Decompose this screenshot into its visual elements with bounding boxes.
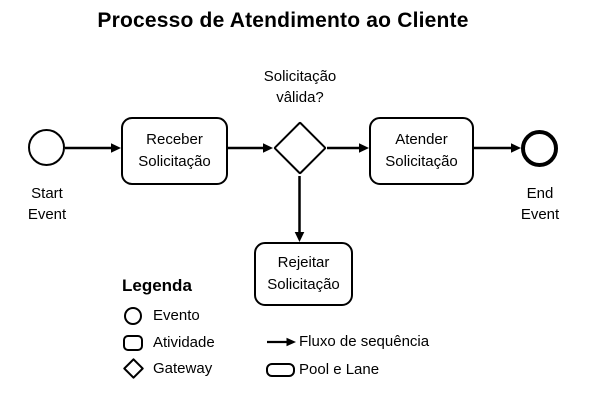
circle-icon — [124, 307, 142, 325]
diamond-icon — [122, 357, 145, 380]
start-event-circle — [28, 129, 65, 166]
start-event-label-line2: Event — [27, 206, 67, 223]
legend-item-pool-label: Pool e Lane — [299, 361, 380, 378]
task-atender: Atender Solicitação — [369, 117, 474, 185]
task-receber-label-line1: Receber — [146, 131, 203, 148]
end-event-label-line2: Event — [520, 206, 560, 223]
flow-gateway-to-atender-arrowhead — [359, 143, 369, 153]
gateway-question-line2: vâlida? — [276, 89, 324, 106]
task-rejeitar-label-line1: Rejeitar — [277, 254, 330, 271]
pool-lane-icon — [266, 363, 295, 377]
end-event-label-line1: End — [526, 185, 554, 202]
legend-item-gateway-label: Gateway — [153, 360, 213, 377]
sequence-arrow-icon — [267, 337, 296, 347]
end-event-label: End Event — [500, 183, 580, 225]
flow-start-to-receber-arrowhead — [111, 143, 121, 153]
legend-title: Legenda — [122, 276, 192, 295]
task-rejeitar-label-line2: Solicitação — [267, 276, 340, 293]
rounded-rect-icon — [123, 335, 143, 351]
start-event-label: Start Event — [7, 183, 87, 225]
task-atender-label-line1: Atender — [395, 131, 448, 148]
start-event-label-line1: Start — [31, 185, 63, 202]
gateway-question-label: Solicitação vâlida? — [240, 66, 360, 108]
flow-gateway-to-rejeitar-arrowhead — [294, 232, 305, 242]
flow-receber-to-gateway-arrowhead — [263, 143, 273, 153]
legend-item-atividade-label: Atividade — [153, 334, 215, 351]
task-receber: Receber Solicitação — [121, 117, 228, 185]
legend-item-evento-label: Evento — [153, 307, 200, 324]
end-event-circle — [521, 130, 558, 167]
gateway-diamond — [273, 121, 327, 175]
flow-atender-to-end-arrowhead — [511, 143, 521, 153]
task-atender-label-line2: Solicitação — [385, 153, 458, 170]
task-receber-label-line2: Solicitação — [138, 153, 211, 170]
gateway-question-line1: Solicitação — [263, 68, 337, 85]
diagram-title: Processo de Atendimento ao Cliente — [97, 9, 469, 32]
legend-item-fluxo-label: Fluxo de sequência — [299, 333, 430, 350]
task-rejeitar: Rejeitar Solicitação — [254, 242, 353, 306]
